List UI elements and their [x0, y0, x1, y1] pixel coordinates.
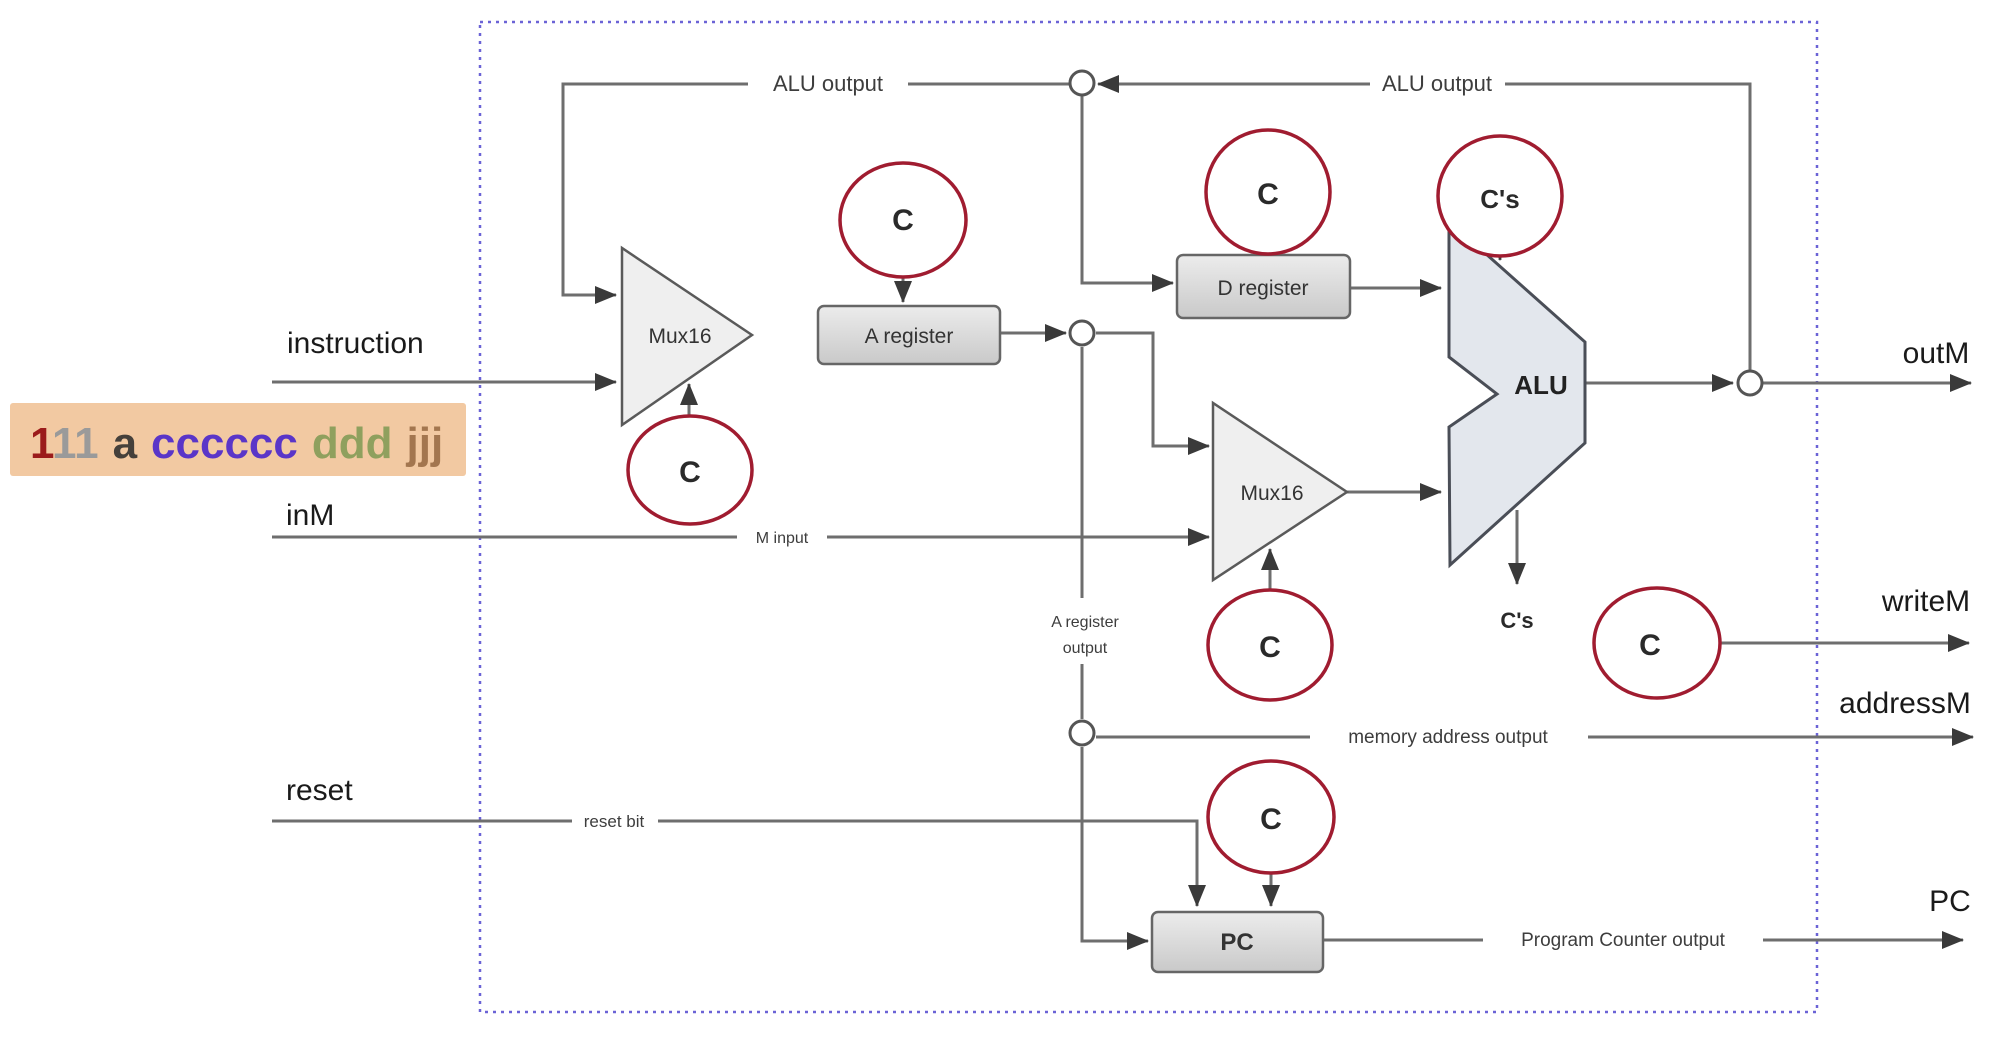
- instruction-bit-jump: jjj: [406, 419, 444, 468]
- label-alu-output-left: ALU output: [773, 71, 883, 96]
- control-circle-mux-left: [626, 414, 754, 526]
- wire-a-to-pc: [1080, 747, 1149, 950]
- instruction-bit-a: a: [113, 419, 138, 468]
- a-register-label: A register: [865, 325, 954, 348]
- control-circles: [626, 128, 1722, 875]
- control-circle-writeM: [1592, 586, 1722, 700]
- control-label-writeM: C: [1639, 629, 1661, 662]
- label-reset-bit: reset bit: [584, 812, 645, 831]
- control-letters: C C C C's C C C: [679, 178, 1661, 836]
- junction-address: [1068, 719, 1096, 747]
- wire-a-to-mux-right: [1096, 331, 1210, 455]
- control-circle-a-register: [838, 161, 968, 279]
- instruction-bit-dest: ddd: [312, 419, 393, 468]
- control-circle-d-register: [1204, 128, 1332, 256]
- label-instruction: instruction: [287, 327, 424, 360]
- instruction-bit-pad: 11: [52, 419, 99, 468]
- label-memory-address-output: memory address output: [1348, 727, 1548, 748]
- alu-label: ALU: [1514, 370, 1567, 400]
- mux16-right-label: Mux16: [1240, 482, 1303, 505]
- label-reset: reset: [286, 774, 353, 807]
- label-program-counter-output: Program Counter output: [1521, 930, 1726, 951]
- mux16-right-shape: [1211, 400, 1350, 583]
- junctions: [1068, 69, 1764, 747]
- label-a-register-output-1: A register: [1051, 614, 1119, 631]
- d-register-label: D register: [1217, 277, 1308, 300]
- instruction-bit-op: 1: [30, 419, 54, 468]
- mux16-left-shape: [620, 245, 755, 428]
- control-label-a-register: C: [892, 204, 914, 237]
- alu-shape: [1447, 217, 1587, 569]
- control-label-pc: C: [1260, 803, 1282, 836]
- control-label-d-register: C: [1257, 178, 1279, 211]
- label-addressM: addressM: [1839, 687, 1971, 720]
- junction-a-register: [1068, 319, 1096, 347]
- label-alu-output-right: ALU output: [1382, 71, 1492, 96]
- control-circle-pc: [1206, 759, 1336, 875]
- label-inM: inM: [286, 499, 334, 532]
- wire-feedback-left-b: [561, 82, 748, 304]
- control-label-mux-right: C: [1259, 631, 1281, 664]
- control-label-alu: C's: [1480, 184, 1519, 214]
- wire-to-d-register: [1080, 96, 1174, 292]
- a-register-shape: [816, 304, 1002, 366]
- label-m-input: M input: [756, 530, 809, 547]
- control-circle-alu: [1436, 134, 1564, 258]
- cpu-boundary-box: [478, 20, 1819, 1014]
- control-circle-mux-right: [1206, 588, 1334, 702]
- wire-feedback-right-a: [1505, 82, 1752, 371]
- label-outM: outM: [1903, 337, 1970, 370]
- junction-alu-feedback: [1068, 69, 1096, 97]
- mux16-left-label: Mux16: [648, 325, 711, 348]
- label-alu-flags: C's: [1500, 608, 1533, 633]
- junction-outM: [1736, 369, 1764, 397]
- instruction-bits-highlight: [10, 403, 466, 476]
- pc-shape: [1150, 910, 1325, 974]
- wire-reset-to-pc: [658, 819, 1206, 907]
- wires: [272, 75, 1974, 950]
- label-a-register-output-2: output: [1063, 640, 1108, 657]
- label-writeM: writeM: [1881, 585, 1970, 618]
- pc-label: PC: [1220, 929, 1253, 956]
- instruction-bit-comp: cccccc: [151, 419, 298, 468]
- label-pc-out: PC: [1929, 885, 1971, 918]
- control-label-mux-left: C: [679, 456, 701, 489]
